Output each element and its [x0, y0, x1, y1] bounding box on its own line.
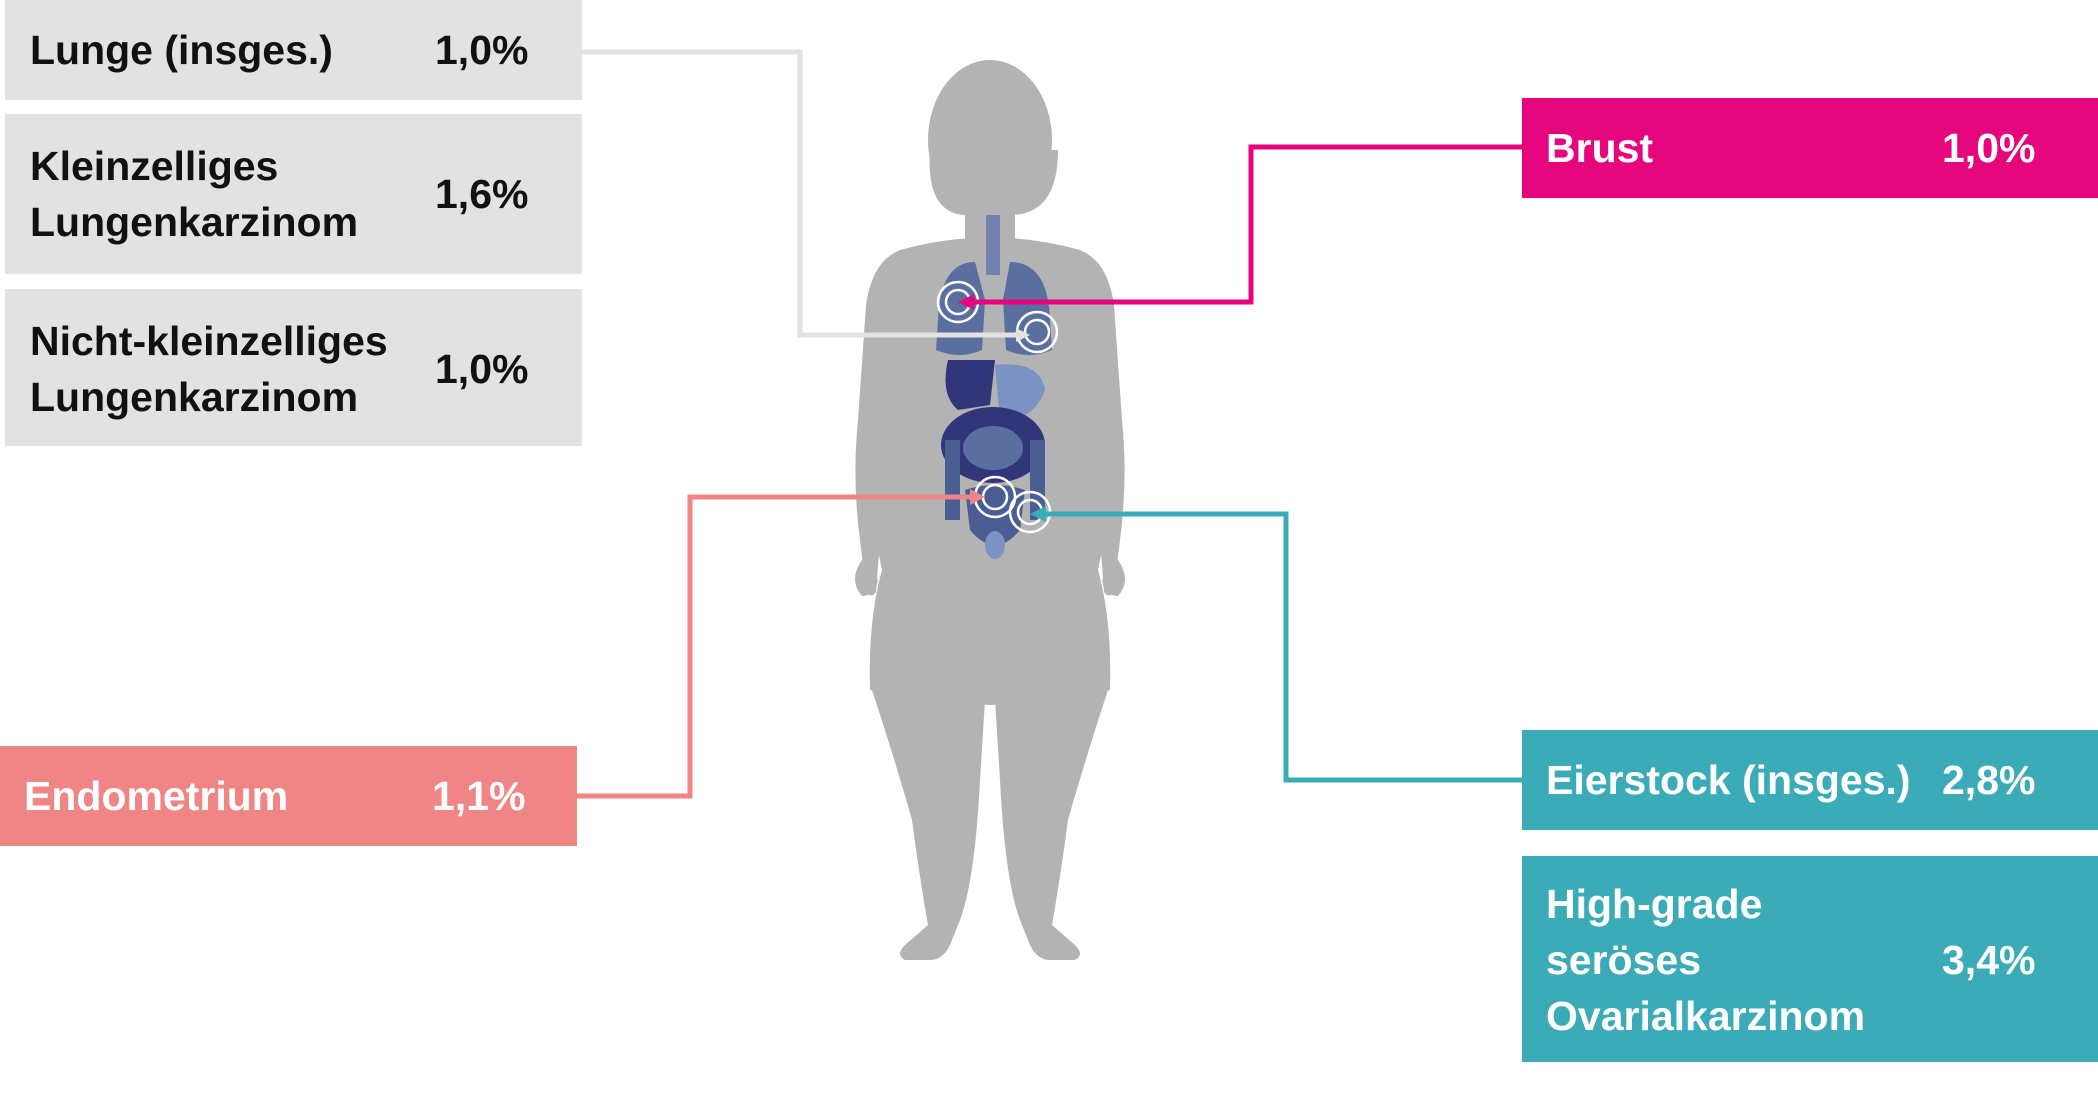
lung-total-box: Lunge (insges.) 1,0% — [5, 0, 582, 100]
endometrium-label: Endometrium — [24, 773, 289, 819]
nsclc-value: 1,0% — [435, 346, 529, 392]
lung-total-label: Lunge (insges.) — [30, 27, 333, 73]
breast-label: Brust — [1546, 125, 1654, 171]
sclc-box: Kleinzelliges Lungenkarzinom 1,6% — [5, 114, 582, 274]
ovary-total-label: Eierstock (insges.) — [1546, 757, 1911, 803]
endometrium-box: Endometrium 1,1% — [0, 746, 577, 846]
hgsoc-label: High-grade seröses Ovarialkarzinom — [1546, 881, 1866, 1039]
ovary-total-box: Eierstock (insges.) 2,8% — [1522, 730, 2098, 830]
nsclc-label: Nicht-kleinzelliges Lungenkarzinom — [30, 318, 388, 420]
lung-total-value: 1,0% — [435, 27, 529, 73]
endometrium-value: 1,1% — [432, 773, 526, 819]
connector-endometrium — [577, 489, 985, 799]
nsclc-box: Nicht-kleinzelliges Lungenkarzinom 1,0% — [5, 289, 582, 446]
connector-breast — [958, 144, 1522, 310]
connector-ovary — [1030, 506, 1522, 783]
sclc-label: Kleinzelliges Lungenkarzinom — [30, 143, 359, 245]
hgsoc-value: 3,4% — [1942, 937, 2036, 983]
breast-value: 1,0% — [1942, 125, 2036, 171]
sclc-value: 1,6% — [435, 171, 529, 217]
connector-lung — [580, 49, 1030, 342]
breast-box: Brust 1,0% — [1522, 98, 2098, 198]
hgsoc-box: High-grade seröses Ovarialkarzinom 3,4% — [1522, 856, 2098, 1062]
ovary-total-value: 2,8% — [1942, 757, 2036, 803]
